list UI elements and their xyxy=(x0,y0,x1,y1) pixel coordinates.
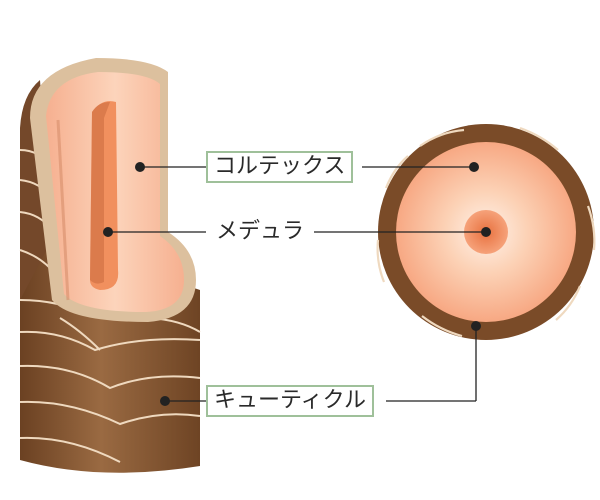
strand-medulla-shade xyxy=(90,102,110,284)
leader-lines xyxy=(108,166,486,402)
label-cortex: コルテックス xyxy=(206,151,354,183)
label-cuticle: キューティクル xyxy=(206,385,375,417)
section-cuticle-scales xyxy=(376,126,596,338)
strand-cuticle-scales xyxy=(19,149,201,463)
label-medulla: メデュラ xyxy=(210,218,311,246)
hair-strand-cutaway xyxy=(19,58,201,473)
